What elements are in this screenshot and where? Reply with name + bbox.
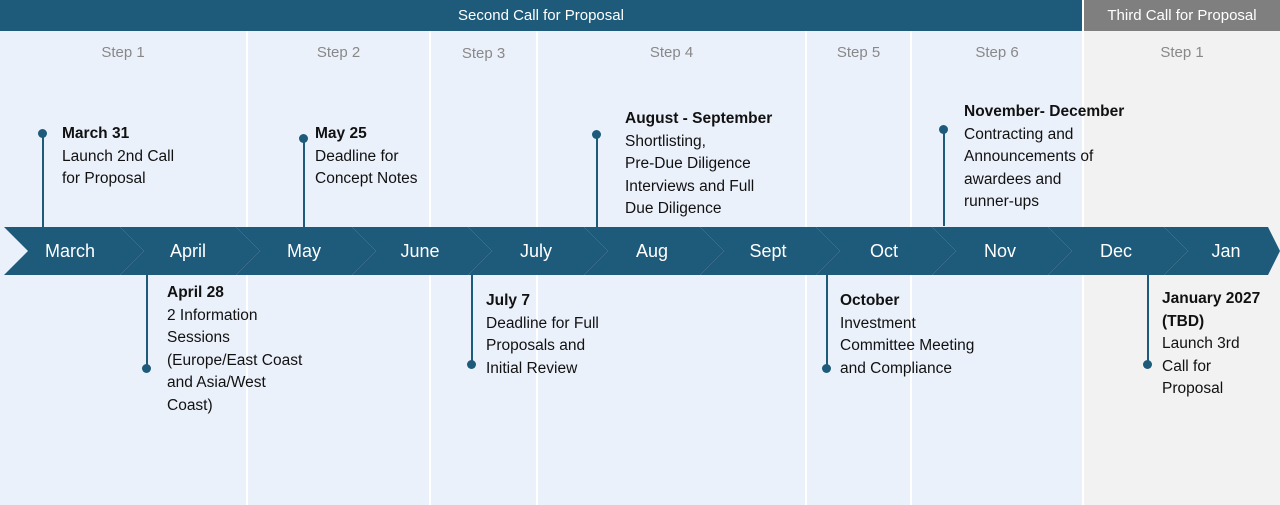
month-arrow-jan: Jan [1164, 227, 1280, 275]
event-may-25: May 25 Deadline for Concept Notes [315, 123, 418, 191]
event-description: Shortlisting, Pre-Due Diligence Intervie… [625, 132, 755, 218]
event-description: Investment Committee Meeting and Complia… [840, 314, 975, 377]
step-label-4: Step 4 [649, 44, 694, 61]
event-date: November- December [964, 103, 1125, 120]
month-arrow-dec: Dec [1048, 227, 1188, 275]
month-label: Aug [635, 240, 669, 261]
month-label: Nov [983, 240, 1016, 261]
event-stem [1147, 273, 1149, 365]
event-description: 2 Information Sessions (Europe/East Coas… [167, 306, 303, 414]
month-label: April [169, 240, 206, 261]
event-date: October [840, 292, 900, 309]
event-dot [1143, 360, 1152, 369]
step-label-1: Step 1 [101, 44, 145, 61]
event-stem [146, 273, 148, 369]
month-label: May [286, 240, 321, 261]
month-arrow-sept: Sept [700, 227, 840, 275]
event-january-2027: January 2027 (TBD) Launch 3rd Call for P… [1162, 288, 1260, 401]
step-label-2: Step 2 [316, 44, 361, 61]
month-label: June [400, 240, 440, 261]
event-dot [38, 129, 47, 138]
event-dot [822, 364, 831, 373]
step-label-third-1: Step 1 [1160, 44, 1204, 61]
month-arrow-june: June [352, 227, 492, 275]
event-date: March 31 [62, 125, 130, 142]
month-label: Sept [749, 240, 787, 261]
event-dot [142, 364, 151, 373]
month-arrow-july: July [468, 227, 608, 275]
event-date: July 7 [486, 292, 530, 309]
step-label-6: Step 6 [975, 44, 1019, 61]
event-description: Launch 3rd Call for Proposal [1162, 335, 1240, 397]
event-dot [939, 125, 948, 134]
event-august-september: August - September Shortlisting, Pre-Due… [625, 108, 772, 221]
event-date: August - September [625, 110, 773, 127]
event-stem [42, 134, 44, 229]
month-arrow-nov: Nov [932, 227, 1072, 275]
event-description: Launch 2nd Call for Proposal [62, 147, 175, 188]
month-label: Oct [869, 240, 898, 261]
month-label: Dec [1099, 240, 1132, 261]
event-description: Contracting and Announcements of awardee… [964, 125, 1094, 211]
event-stem [943, 130, 945, 226]
month-arrow-may: May [236, 227, 376, 275]
step-label-5: Step 5 [836, 44, 881, 61]
event-march-31: March 31 Launch 2nd Call for Proposal [62, 123, 174, 191]
second-call-header: Second Call for Proposal [0, 0, 1082, 31]
event-stem [826, 273, 828, 369]
event-november-december: November- December Contracting and Annou… [964, 101, 1124, 214]
month-arrow-aug: Aug [584, 227, 724, 275]
event-stem [596, 135, 598, 229]
event-description: Deadline for Full Proposals and Initial … [486, 314, 599, 377]
event-dot [592, 130, 601, 139]
month-label: Jan [1211, 240, 1241, 261]
month-label: March [44, 240, 95, 261]
event-october: October Investment Committee Meeting and… [840, 290, 974, 380]
step-label-3: Step 3 [461, 45, 506, 62]
event-dot [467, 360, 476, 369]
month-arrow-march: March [4, 227, 144, 275]
event-dot [299, 134, 308, 143]
month-arrow-april: April [120, 227, 260, 275]
event-date: May 25 [315, 125, 367, 142]
month-label: July [519, 240, 552, 261]
event-july-7: July 7 Deadline for Full Proposals and I… [486, 290, 599, 380]
event-april-28: April 28 2 Information Sessions (Europe/… [167, 282, 302, 417]
third-call-header: Third Call for Proposal [1084, 0, 1280, 31]
month-arrow-oct: Oct [816, 227, 956, 275]
event-date: January 2027 (TBD) [1162, 290, 1261, 330]
event-date: April 28 [167, 284, 224, 301]
event-stem [471, 273, 473, 365]
event-stem [303, 139, 305, 229]
event-description: Deadline for Concept Notes [315, 147, 418, 188]
